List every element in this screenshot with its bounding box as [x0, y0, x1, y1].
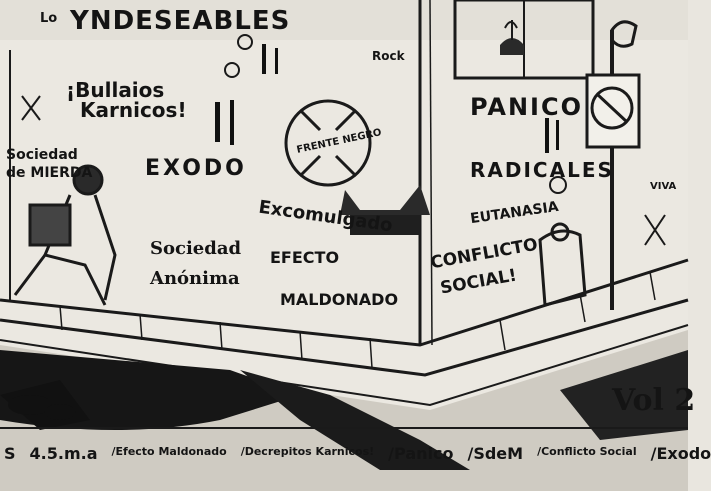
graffiti-yndeseables: YNDESEABLES — [70, 6, 291, 36]
footer-item: /Decrepitos Karnicos! — [240, 445, 375, 458]
volume-label: Vol 2 — [612, 383, 696, 418]
flowerpot — [500, 38, 524, 55]
graffiti-bullaios: ¡Bullaios — [66, 78, 165, 102]
graffiti-anonima: Anónima — [150, 268, 240, 289]
footer-item: /Efecto Maldonado — [111, 445, 227, 458]
footer-item: /SdeM — [467, 444, 524, 463]
graffiti-radicales: RADICALES — [470, 158, 614, 182]
graffiti-exodo: EXODO — [145, 156, 247, 181]
graffiti-de-mierda: de MIERDA — [6, 165, 93, 181]
graffiti-rock: Rock — [372, 49, 405, 63]
seated-figure — [13, 164, 117, 306]
graffiti-sociedad-2: Sociedad — [150, 238, 242, 259]
street-sign — [585, 73, 641, 149]
graffiti-panico: PANICO — [470, 93, 583, 121]
frente-negro-emblem — [284, 99, 372, 187]
graffiti-sociedad: Sociedad — [6, 147, 78, 163]
graffiti-lo: Lo — [40, 11, 58, 26]
street-corner-drawing — [0, 0, 689, 491]
footer-item: /Panico — [388, 444, 454, 463]
footer-item: /Exodo — [650, 444, 711, 463]
graffiti-maldonado: MALDONADO — [280, 290, 399, 309]
footer-item: S — [4, 444, 16, 463]
graffiti-efecto: EFECTO — [270, 248, 340, 267]
footer-item: 4.5.m.a — [29, 444, 98, 463]
crest — [340, 185, 430, 215]
graffiti-viva: VIVA — [650, 181, 677, 192]
footer-item: /Conflicto Social — [537, 445, 637, 458]
footer-band-list: S 4.5.m.a /Efecto Maldonado /Decrepitos … — [4, 446, 711, 462]
graffiti-karnicos: Karnicos! — [80, 98, 187, 122]
dog — [538, 222, 587, 307]
crowd-scribble — [8, 395, 76, 420]
